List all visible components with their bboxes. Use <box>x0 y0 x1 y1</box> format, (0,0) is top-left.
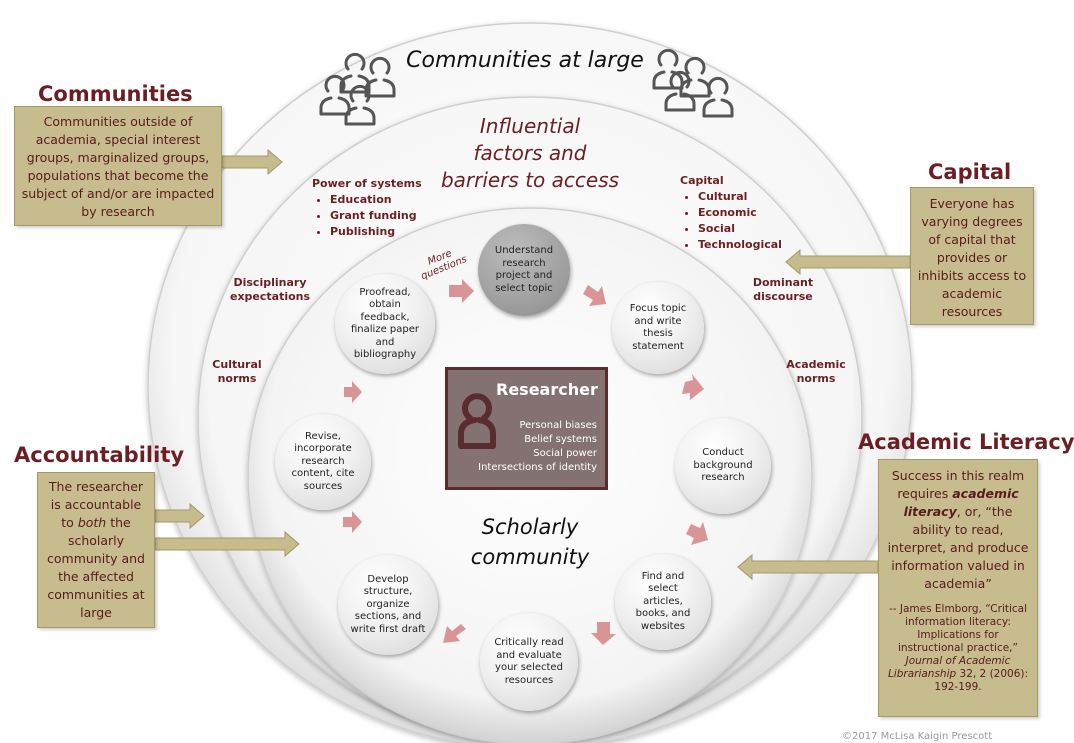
capital-item: Technological <box>698 237 782 253</box>
middle-title-line-1: Influential <box>479 114 581 138</box>
step-text: Revise, incorporate research content, ci… <box>291 430 355 492</box>
cycle-arrow-3 <box>682 374 704 400</box>
capital-box: Everyone has varying degrees of capital … <box>910 187 1034 325</box>
power-item: Education <box>330 192 422 208</box>
capital-heading: Capital <box>680 174 724 187</box>
arrow-capital <box>785 248 911 276</box>
cycle-arrow-2 <box>583 285 606 306</box>
step-text: Critically read and evaluate your select… <box>494 637 564 686</box>
citation-journal: Journal of Academic Librarianship <box>887 655 1011 680</box>
step-text: Find and select articles, books, and web… <box>635 570 691 632</box>
researcher-title: Researcher <box>496 380 598 399</box>
step-develop-structure: Develop structure, organize sections, an… <box>338 555 438 655</box>
power-heading: Power of systems <box>312 177 422 190</box>
academic-literacy-citation: -- James Elmborg, “Critical information … <box>885 603 1031 694</box>
cycle-arrow-7 <box>343 511 362 533</box>
academic-literacy-box: Success in this realm requires academic … <box>878 459 1038 717</box>
step-text: Understand research project and select t… <box>494 245 554 294</box>
capital-list: Capital Cultural Economic Social Technol… <box>680 173 782 253</box>
step-understand-research: Understand research project and select t… <box>478 224 570 316</box>
cycle-arrow-4 <box>686 522 708 545</box>
person-icon <box>458 393 496 449</box>
power-item: Grant funding <box>330 208 422 224</box>
academic-norms-label: Academic norms <box>786 358 846 385</box>
step-text: Proofread, obtain feedback, finalize pap… <box>351 286 419 361</box>
power-of-systems-list: Power of systems Education Grant funding… <box>312 176 422 240</box>
academic-literacy-text-post: , or, “the ability to read, interpret, a… <box>887 504 1029 591</box>
cycle-arrow-6 <box>443 624 466 643</box>
step-text: Develop structure, organize sections, an… <box>350 573 426 635</box>
researcher-item: Intersections of identity <box>478 462 597 473</box>
capital-item: Cultural <box>698 189 782 205</box>
communities-box: Communities outside of academia, special… <box>14 106 222 226</box>
middle-title-line-2: factors and <box>473 141 587 165</box>
inner-ring-title: Scholarly community <box>440 512 620 572</box>
middle-title-line-3: barriers to access <box>440 168 620 192</box>
step-revise: Revise, incorporate research content, ci… <box>275 414 371 510</box>
step-proofread: Proofread, obtain feedback, finalize pap… <box>335 274 435 374</box>
researcher-box: Researcher Personal biases Belief system… <box>445 367 608 490</box>
inner-title-line-2: community <box>470 545 590 569</box>
cycle-arrow-5 <box>591 622 616 645</box>
cycle-arrow-1 <box>449 279 474 303</box>
step-focus-topic: Focus topic and write thesis statement <box>612 282 704 374</box>
cultural-norms-label: Cultural norms <box>212 358 262 385</box>
cycle-arrows <box>343 279 708 645</box>
copyright-footer: ©2017 McLisa Kaigin Prescott <box>842 731 993 742</box>
middle-ring-title: Influential factors and barriers to acce… <box>420 113 640 194</box>
outer-ring-title: Communities at large <box>406 48 644 73</box>
accountability-text-em: both <box>77 515 107 530</box>
arrow-accountability-2 <box>154 530 300 558</box>
dominant-discourse-label: Dominant discourse <box>752 276 814 303</box>
inner-title-line-1: Scholarly <box>481 515 579 539</box>
researcher-item: Social power <box>533 448 597 459</box>
arrow-communities <box>221 148 283 176</box>
capital-item: Economic <box>698 205 782 221</box>
academic-literacy-title: Academic Literacy <box>858 430 1074 454</box>
arrow-accountability-1 <box>154 502 205 530</box>
researcher-item: Personal biases <box>519 420 597 431</box>
communities-title: Communities <box>38 82 193 106</box>
power-item: Publishing <box>330 224 422 240</box>
cycle-arrow-8 <box>344 381 362 403</box>
disciplinary-expectations-label: Disciplinary expectations <box>230 276 311 303</box>
capital-title: Capital <box>928 160 1012 184</box>
arrow-academic-literacy <box>737 553 879 581</box>
accountability-title: Accountability <box>14 443 185 467</box>
citation-pre: -- James Elmborg, “Critical information … <box>888 603 1028 654</box>
step-text: Conduct background research <box>693 447 753 484</box>
academic-literacy-text-pre: Success in this realm requires <box>891 468 1025 501</box>
communities-text: Communities outside of academia, special… <box>21 114 215 219</box>
step-critically-read: Critically read and evaluate your select… <box>480 613 578 711</box>
researcher-item: Belief systems <box>524 434 597 445</box>
step-background-research: Conduct background research <box>675 418 771 514</box>
academic-literacy-text: Success in this realm requires academic … <box>885 467 1031 593</box>
capital-text: Everyone has varying degrees of capital … <box>917 196 1027 319</box>
accountability-box: The researcher is accountable to both th… <box>37 472 155 628</box>
accountability-text-pre: The researcher is accountable to <box>48 479 144 530</box>
citation-post: 32, 2 (2006): 192-199. <box>934 668 1029 693</box>
step-text: Focus topic and write thesis statement <box>629 303 687 352</box>
capital-item: Social <box>698 221 782 237</box>
step-find-articles: Find and select articles, books, and web… <box>615 554 711 650</box>
academic-literacy-text-em: academic literacy <box>903 486 1019 519</box>
accountability-text-post: the scholarly community and the affected… <box>47 515 145 620</box>
